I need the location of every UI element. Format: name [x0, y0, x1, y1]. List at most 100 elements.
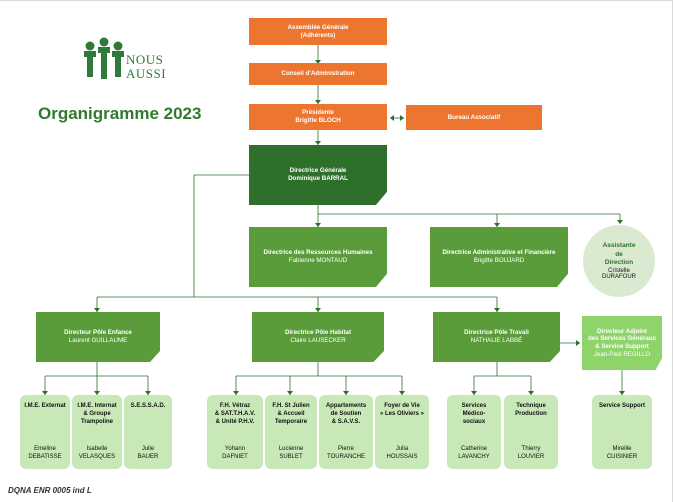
enfance-name: Laurent GUILLAUME	[68, 337, 128, 344]
person-last: LOUVIER	[517, 454, 545, 461]
service-title: F.H. Vétraz	[219, 403, 251, 409]
assistante-line3: Direction	[604, 259, 634, 267]
service-person: Catherine LAVANCHY	[458, 446, 489, 462]
adjoint-line1: Directeur Adjoint	[597, 327, 647, 335]
assemblee-generale-box: Assemblée Générale (Adhérents)	[249, 18, 387, 45]
service-title: & Accueil	[277, 410, 305, 417]
service-title: & Groupe	[83, 410, 111, 417]
service-card-medico-sociaux: Services Médico- sociaux Catherine LAVAN…	[447, 395, 501, 469]
assistante-name2: DURAFOUR	[602, 273, 636, 280]
document-reference: DQNA ENR 0005 ind L	[8, 486, 92, 495]
daf-box: Directrice Administrative et Financière …	[430, 227, 568, 287]
logo-line2: AUSSI	[126, 66, 167, 81]
service-title: & SAT.T.H.A.V.	[214, 410, 256, 417]
adjoint-line2: des Services Généraux	[587, 335, 657, 343]
habitat-role: Directrice Pôle Habitat	[284, 329, 352, 337]
service-title: « Les Oliviers »	[379, 410, 425, 417]
service-card-ime-internat: I.M.E. Internat & Groupe Trampoline Isab…	[72, 395, 122, 469]
person-first: Lucienne	[278, 446, 304, 453]
pole-travail-box: Directrice Pôle Travail NATHALIE LABBÉ	[433, 312, 560, 362]
logo-figures-icon	[84, 37, 124, 79]
habitat-name: Claire LAUSECKER	[290, 337, 346, 344]
bureau-label: Bureau Associatif	[447, 113, 501, 121]
service-person: Thierry LOUVIER	[518, 446, 544, 462]
service-title: de Soutien	[330, 410, 362, 417]
dg-name: Dominique BARRAL	[288, 175, 348, 182]
service-card-service-support: Service Support Mireille CUISINIER	[592, 395, 652, 469]
service-card-fh-vetraz: F.H. Vétraz & SAT.T.H.A.V. & Unité P.H.V…	[207, 395, 263, 469]
person-last: VELASQUES	[78, 454, 116, 461]
pole-habitat-box: Directrice Pôle Habitat Claire LAUSECKER	[252, 312, 384, 362]
service-title: & Unité P.H.V.	[215, 418, 255, 425]
person-first: Thierry	[521, 446, 541, 453]
service-person: Isabelle VELASQUES	[79, 446, 115, 462]
service-title: Service Support	[598, 403, 645, 409]
assemblee-line1: Assemblée Générale	[287, 23, 349, 31]
person-last: DAFNIET	[222, 454, 248, 461]
directrice-generale-box: Directrice Générale Dominique BARRAL	[249, 145, 387, 205]
service-card-sessad: S.E.S.S.A.D. Julie BAUER	[124, 395, 172, 469]
service-title: & S.A.V.S.	[331, 418, 361, 425]
person-first: Pierre	[337, 446, 354, 453]
person-first: Catherine	[460, 446, 487, 453]
service-person: Emeline DEBATISSE	[28, 446, 61, 462]
service-person: Julie BAUER	[138, 446, 159, 462]
person-last: DEBATISSE	[28, 454, 62, 461]
presidente-name: Brigitte BLOCH	[295, 117, 341, 124]
adjoint-line3: & Service Support	[595, 343, 649, 350]
service-title: sociaux	[462, 418, 486, 425]
service-title: Temporaire	[274, 418, 308, 425]
service-person: Yohann DAFNIET	[222, 446, 248, 462]
directeur-adjoint-box: Directeur Adjoint des Services Généraux …	[582, 316, 662, 370]
person-last: TOURANCHE	[327, 454, 365, 461]
service-card-appartements: Appartements de Soutien & S.A.V.S. Pierr…	[319, 395, 373, 469]
logo-line1: NOUS	[126, 52, 164, 67]
travail-name: NATHALIE LABBÉ	[470, 337, 523, 344]
service-card-technique-production: Technique Production Thierry LOUVIER	[504, 395, 558, 469]
person-last: CUISINIER	[606, 454, 638, 461]
service-title: F.H. St Julien	[272, 403, 310, 409]
pole-enfance-box: Directeur Pôle Enfance Laurent GUILLAUME	[36, 312, 160, 362]
person-last: BAUER	[137, 454, 159, 461]
service-title: Foyer de Vie	[384, 403, 420, 409]
conseil-administration-box: Conseil d'Administration	[249, 63, 387, 85]
assistante-line2: de	[615, 250, 623, 258]
service-card-ime-externat: I.M.E. Externat Emeline DEBATISSE	[20, 395, 70, 469]
travail-role: Directrice Pôle Travail	[464, 329, 529, 337]
person-first: Julie	[141, 446, 155, 453]
service-title: I.M.E. Externat	[24, 403, 66, 409]
dg-role: Directrice Générale	[289, 167, 347, 175]
person-last: LAVANCHY	[458, 454, 490, 461]
service-person: Lucienne SUBLET	[279, 446, 303, 462]
person-last: SUBLET	[279, 454, 303, 461]
enfance-role: Directeur Pôle Enfance	[64, 329, 132, 337]
person-first: Emeline	[34, 446, 56, 453]
daf-name: Brigitte BOUJARD	[473, 257, 525, 264]
person-first: Yohann	[224, 446, 246, 453]
service-title: Trampoline	[80, 418, 113, 425]
presidente-box: Présidente Brigitte BLOCH	[249, 104, 387, 130]
service-title: Services	[461, 403, 487, 409]
person-first: Julia	[395, 446, 409, 453]
conseil-label: Conseil d'Administration	[281, 70, 355, 78]
nous-aussi-logo: NOUS AUSSI	[82, 36, 192, 96]
assistante-line1: Assistante	[602, 242, 636, 250]
drh-name: Fabienne MONTAUD	[288, 257, 348, 264]
presidente-role: Présidente	[302, 109, 334, 117]
service-title: I.M.E. Internat	[77, 403, 117, 409]
bureau-associatif-box: Bureau Associatif	[406, 105, 542, 130]
service-title: Production	[515, 410, 547, 417]
service-person: Pierre TOURANCHE	[327, 446, 365, 462]
drh-role: Directrice des Ressources Humaines	[263, 249, 373, 257]
assistante-direction-circle: Assistante de Direction Cristelle DURAFO…	[583, 225, 655, 297]
assemblee-line2: (Adhérents)	[300, 31, 336, 39]
service-title: S.E.S.S.A.D.	[130, 403, 166, 409]
service-card-fh-st-julien: F.H. St Julien & Accueil Temporaire Luci…	[265, 395, 317, 469]
service-person: Mireille CUISINIER	[607, 446, 637, 462]
service-title: Médico-	[462, 410, 486, 417]
drh-box: Directrice des Ressources Humaines Fabie…	[249, 227, 387, 287]
person-last: HOUSSAIS	[386, 454, 418, 461]
person-first: Isabelle	[86, 446, 108, 453]
service-person: Julia HOUSSAIS	[386, 446, 417, 462]
